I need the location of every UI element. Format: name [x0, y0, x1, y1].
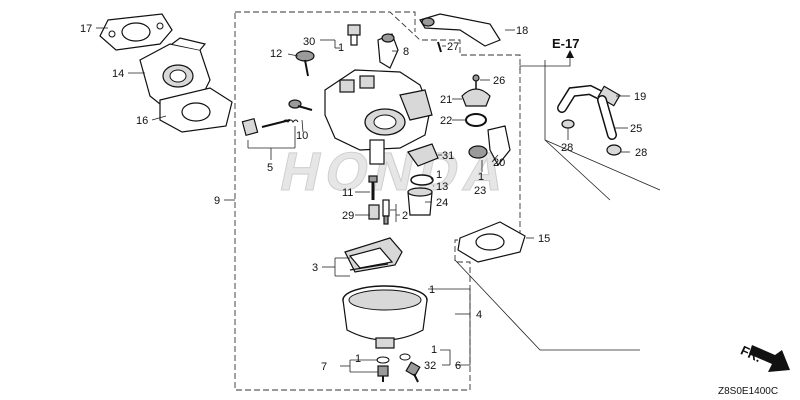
- part-22-o-ring: [465, 113, 487, 127]
- label-28-a: 28: [561, 142, 573, 154]
- label-1-f: 1: [478, 171, 484, 183]
- part-30-screw: [347, 24, 361, 46]
- part-31-jet: [407, 143, 439, 167]
- part-12-throttle-stop-screw: [295, 50, 315, 77]
- part-10-pilot-screw: [241, 117, 299, 137]
- label-12: 12: [270, 48, 282, 60]
- reference-e17: E-17: [552, 36, 579, 51]
- label-2: 2: [402, 210, 408, 222]
- label-7: 7: [321, 361, 327, 373]
- label-1-a: 1: [338, 42, 344, 54]
- part-23-filter: [468, 145, 488, 159]
- label-5: 5: [267, 162, 273, 174]
- part-19-fuel-tube: [557, 84, 621, 113]
- part-32-drain-screw: [399, 353, 421, 383]
- part-15-air-cleaner-gasket: [457, 221, 526, 263]
- diagram-code: Z8S0E1400C: [718, 386, 778, 397]
- label-3: 3: [312, 262, 318, 274]
- label-30: 30: [303, 36, 315, 48]
- label-24: 24: [436, 197, 448, 209]
- front-direction-arrow: [749, 345, 790, 372]
- part-21-cover: [461, 88, 491, 107]
- part-24-cup: [407, 187, 433, 216]
- label-27: 27: [447, 41, 459, 53]
- part-8-choke-lever: [377, 33, 399, 69]
- label-31: 31: [442, 150, 454, 162]
- leader-lines: [96, 27, 630, 373]
- label-1-d: 1: [431, 344, 437, 356]
- carburetor-body: [324, 69, 433, 165]
- label-19: 19: [634, 91, 646, 103]
- label-29: 29: [342, 210, 354, 222]
- part-25-fuel-tube: [597, 95, 617, 140]
- part-7-drain-bolt: [376, 356, 390, 382]
- part-18-choke-rod: [419, 13, 501, 53]
- part-2-float-valve: [382, 199, 390, 225]
- part-20-lever: [487, 125, 511, 167]
- part-13-o-ring: [410, 174, 434, 186]
- part-29-nozzle: [368, 204, 380, 220]
- label-8: 8: [403, 46, 409, 58]
- label-9: 9: [214, 195, 220, 207]
- part-5-screw-set: [247, 126, 296, 160]
- part-screw-small: [288, 99, 313, 111]
- label-1-c: 1: [355, 353, 361, 365]
- e17-reference-lines: [454, 50, 661, 351]
- part-28-tube-clip: [561, 119, 622, 156]
- label-28-b: 28: [635, 147, 647, 159]
- label-26: 26: [493, 75, 505, 87]
- label-21: 21: [440, 94, 452, 106]
- label-14: 14: [112, 68, 124, 80]
- label-1-e: 1: [436, 169, 442, 181]
- label-25: 25: [630, 123, 642, 135]
- label-18: 18: [516, 25, 528, 37]
- label-4: 4: [476, 309, 482, 321]
- direction-label: FR.: [738, 343, 763, 365]
- part-4-float-chamber: [342, 285, 428, 349]
- part-labels: 17 14 16 12 30 1 8 10 5 9 11 29 2 3 1 4 …: [80, 23, 778, 397]
- label-22: 22: [440, 115, 452, 127]
- part-11-main-jet: [368, 175, 378, 200]
- label-6: 6: [455, 360, 461, 372]
- label-23: 23: [474, 185, 486, 197]
- part-3-float: [344, 237, 403, 273]
- label-1-b: 1: [429, 284, 435, 296]
- part-26-screw: [472, 74, 480, 90]
- label-11: 11: [342, 187, 353, 199]
- label-16: 16: [136, 115, 148, 127]
- part-16-carburetor-gasket: [159, 87, 233, 133]
- label-15: 15: [538, 233, 550, 245]
- label-17: 17: [80, 23, 92, 35]
- part-17-insulator-gasket: [99, 13, 173, 51]
- label-20: 20: [493, 157, 505, 169]
- label-32: 32: [424, 360, 436, 372]
- label-13: 13: [436, 181, 448, 193]
- label-10: 10: [296, 130, 308, 142]
